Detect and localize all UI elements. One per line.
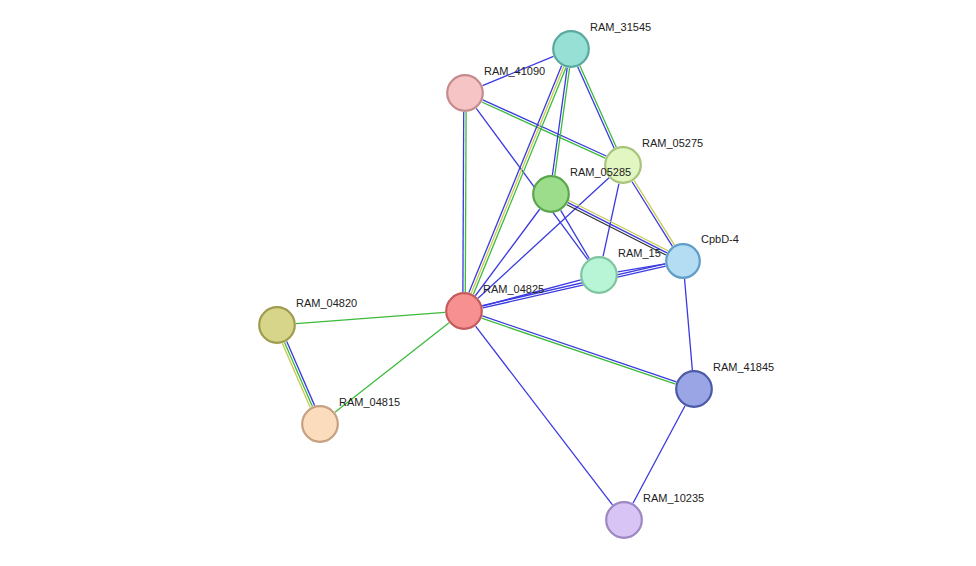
edge-group bbox=[483, 56, 554, 85]
edge-group bbox=[476, 326, 613, 505]
node-circle-shape bbox=[259, 307, 295, 343]
interaction-edge bbox=[580, 66, 616, 147]
interaction-edge bbox=[335, 323, 449, 413]
node-circle bbox=[532, 175, 570, 213]
evidence-line bbox=[462, 112, 464, 292]
edge-group bbox=[296, 312, 445, 323]
edge-group bbox=[463, 112, 466, 292]
evidence-line bbox=[483, 266, 666, 308]
interaction-edge bbox=[561, 210, 590, 258]
node-circle-shape bbox=[447, 75, 483, 111]
interaction-edge bbox=[633, 406, 685, 503]
node-label: RAM_10235 bbox=[643, 492, 704, 505]
protein-node: RAM_05275 bbox=[604, 146, 642, 184]
edge-group bbox=[633, 406, 685, 503]
interaction-edge bbox=[603, 184, 619, 257]
node-label: RAM_31545 bbox=[590, 21, 651, 34]
node-circle-shape bbox=[606, 502, 642, 538]
evidence-line bbox=[632, 182, 672, 247]
protein-node: CpbD-4 bbox=[665, 243, 701, 279]
node-label: RAM_04815 bbox=[339, 396, 400, 409]
interaction-edge bbox=[685, 279, 693, 370]
node-label: RAM_05275 bbox=[642, 137, 703, 150]
evidence-line bbox=[282, 343, 310, 407]
protein-node: RAM_04820 bbox=[258, 306, 296, 344]
node-label: CpbD-4 bbox=[701, 233, 739, 246]
edge-group bbox=[552, 68, 569, 176]
edge-group bbox=[482, 264, 665, 308]
interaction-edge bbox=[483, 56, 554, 85]
node-circle bbox=[665, 243, 701, 279]
interaction-edge bbox=[476, 326, 613, 505]
node-circle bbox=[580, 256, 618, 294]
node-circle-shape bbox=[676, 371, 712, 407]
node-circle-shape bbox=[533, 176, 569, 212]
edge-group bbox=[482, 280, 580, 306]
node-label: RAM_41845 bbox=[713, 361, 774, 374]
evidence-line bbox=[578, 67, 614, 148]
interaction-edge bbox=[569, 200, 668, 250]
node-circle bbox=[445, 292, 483, 330]
edge-group bbox=[685, 279, 693, 370]
node-circle-shape bbox=[666, 244, 700, 278]
protein-node: RAM_41845 bbox=[675, 370, 713, 408]
protein-node: RAM_04815 bbox=[301, 405, 339, 443]
node-circle bbox=[675, 370, 713, 408]
node-label: RAM_41090 bbox=[484, 65, 545, 78]
edge-group bbox=[632, 180, 674, 246]
protein-node: RAM_31545 bbox=[552, 30, 590, 68]
interaction-edge bbox=[482, 264, 665, 306]
edge-group bbox=[335, 323, 449, 413]
node-label: RAM_15 bbox=[618, 247, 661, 260]
node-circle-shape bbox=[553, 31, 589, 67]
protein-node: RAM_41090 bbox=[446, 74, 484, 112]
node-circle-shape bbox=[446, 293, 482, 329]
node-circle bbox=[552, 30, 590, 68]
protein-node: RAM_10235 bbox=[605, 501, 643, 539]
node-circle-shape bbox=[581, 257, 617, 293]
interaction-edge bbox=[476, 108, 587, 259]
interaction-edge bbox=[465, 112, 467, 292]
node-circle bbox=[605, 501, 643, 539]
node-circle bbox=[258, 306, 296, 344]
protein-node: RAM_05285 bbox=[532, 175, 570, 213]
node-label: RAM_04825 bbox=[483, 283, 544, 296]
protein-node: RAM_04825 bbox=[445, 292, 483, 330]
node-circle bbox=[301, 405, 339, 443]
edge-group bbox=[476, 108, 587, 259]
node-circle-shape bbox=[302, 406, 338, 442]
interaction-edge bbox=[296, 312, 445, 323]
interaction-edge bbox=[482, 316, 676, 382]
node-circle bbox=[604, 146, 642, 184]
edge-group bbox=[578, 66, 617, 148]
evidence-line bbox=[285, 342, 313, 406]
edge-group bbox=[282, 341, 314, 407]
interaction-edge bbox=[287, 341, 315, 405]
edge-group bbox=[561, 210, 590, 258]
edge-group bbox=[603, 184, 619, 257]
interaction-edge bbox=[482, 280, 580, 306]
evidence-line bbox=[568, 203, 667, 253]
protein-node: RAM_15 bbox=[580, 256, 618, 294]
node-label: RAM_05285 bbox=[570, 166, 631, 179]
edge-group bbox=[482, 316, 677, 384]
interaction-edge bbox=[634, 180, 674, 245]
node-circle bbox=[446, 74, 484, 112]
node-label: RAM_04820 bbox=[296, 297, 357, 310]
evidence-line bbox=[482, 318, 676, 384]
